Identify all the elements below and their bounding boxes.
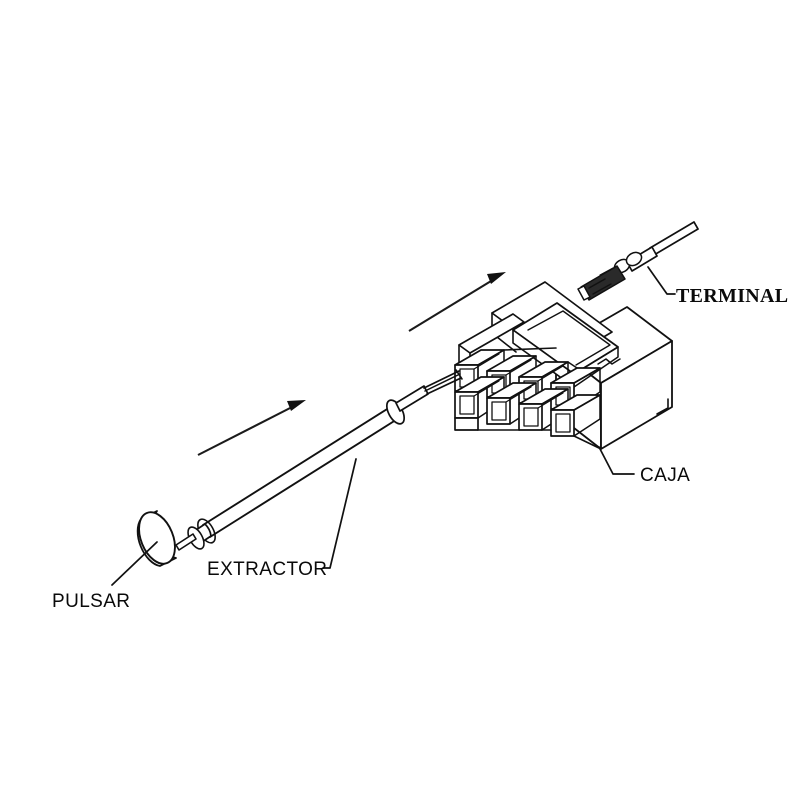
motion-arrow-lower	[197, 400, 306, 456]
leader-caja	[598, 446, 635, 475]
cavity-bottom-3	[518, 388, 569, 431]
extractor-tool	[175, 369, 463, 551]
leader-pulsar	[111, 541, 158, 586]
motion-arrow-upper	[408, 272, 506, 332]
terminal-contact-pin	[577, 221, 699, 301]
leader-extractor	[322, 458, 357, 569]
label-terminal: TERMINAL	[676, 285, 788, 307]
label-caja: CAJA	[640, 465, 690, 486]
leader-terminal	[647, 266, 676, 295]
connector-housing-caja	[454, 281, 673, 450]
extractor-tip-prongs	[423, 369, 463, 395]
label-pulsar: PULSAR	[52, 591, 130, 612]
label-extractor: EXTRACTOR	[207, 559, 327, 580]
cavity-bottom-4	[550, 394, 601, 437]
